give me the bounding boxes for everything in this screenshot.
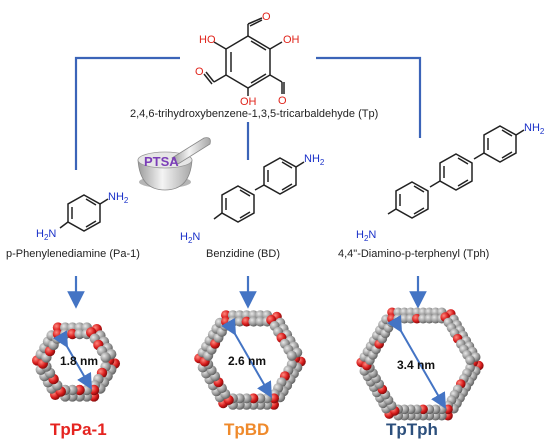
svg-text:NH2: NH2 (108, 191, 129, 205)
pore-diameter-arrow-tppa1 (53, 330, 92, 390)
bd-h2n-label: H (180, 231, 188, 243)
tph-atom-labels: NH2 H2N (356, 122, 545, 243)
pore-framework-tptph (356, 307, 484, 421)
connector-right (316, 56, 422, 138)
svg-text:H2N: H2N (36, 228, 56, 242)
pa1-nh2-label: NH (108, 191, 124, 203)
reaction-arrows (67, 276, 427, 309)
svg-text:H2N: H2N (180, 231, 200, 245)
tph-name: 4,4"-Diamino-p-terphenyl (Tph) (338, 248, 490, 260)
bd-name: Benzidine (BD) (206, 248, 280, 260)
bd-h2n-tail: N (192, 231, 200, 243)
pore-size-tpbd: 2.6 nm (228, 354, 267, 368)
pa1-h2n-tail: N (48, 228, 56, 240)
carbon-bead (100, 352, 111, 363)
tp-name: 2,4,6-trihydroxybenzene-1,3,5-tricarbald… (130, 108, 379, 120)
tp-atom-labels: HO OH OH O O O (195, 11, 300, 108)
pa1-h2n-label: H (36, 228, 44, 240)
pa1-structure (59, 194, 109, 232)
pa1-h2n-subscript: 2 (44, 233, 49, 242)
carbon-bead (465, 355, 475, 366)
pore-frameworks (32, 307, 484, 421)
tph-structure (387, 125, 525, 219)
bd-structure (213, 157, 305, 223)
bd-h2n-subscript: 2 (188, 236, 193, 245)
tp-o-top-label: O (262, 11, 271, 23)
tp-o-right-label: O (278, 95, 287, 107)
pa1-name: p-Phenylenediamine (Pa-1) (6, 248, 140, 260)
product-name-tpbd: TpBD (224, 420, 270, 439)
tp-aldehyde-structure (203, 17, 285, 96)
pa1-nh2-subscript: 2 (124, 196, 129, 205)
bd-nh2-label: NH (304, 153, 320, 165)
bd-nh2-subscript: 2 (320, 158, 325, 167)
svg-text:H2N: H2N (356, 229, 376, 243)
tph-nh2-label: NH (524, 122, 540, 134)
tp-oh-bottom-label: OH (240, 96, 257, 108)
pore-size-tppa1: 1.8 nm (60, 354, 99, 368)
product-name-tptph: TpTph (386, 420, 438, 439)
pore-diameter-arrow-tptph (387, 314, 447, 410)
pore-size-tptph: 3.4 nm (397, 358, 436, 372)
tph-h2n-tail: N (368, 229, 376, 241)
tp-oh-right-label: OH (283, 34, 300, 46)
carbon-bead (286, 350, 297, 361)
tp-ho-label: HO (199, 34, 216, 46)
pore-diameter-arrow-tpbd (221, 317, 272, 399)
pore-framework-tppa1 (32, 322, 121, 402)
catalyst-label: PTSA (144, 154, 179, 169)
pore-framework-tpbd (194, 310, 306, 410)
bd-atom-labels: NH2 H2N (180, 153, 325, 245)
connector-left (74, 56, 180, 170)
connector-lines (74, 56, 422, 170)
tph-h2n-subscript: 2 (364, 234, 369, 243)
svg-text:NH2: NH2 (524, 122, 545, 136)
product-name-tppa1: TpPa-1 (50, 420, 107, 439)
tph-h2n-label: H (356, 229, 364, 241)
pa1-atom-labels: NH2 H2N (36, 191, 129, 242)
tph-nh2-subscript: 2 (540, 127, 545, 136)
tp-o-left-label: O (195, 66, 204, 78)
svg-text:NH2: NH2 (304, 153, 325, 167)
mortar-and-pestle-icon: PTSA (137, 137, 211, 191)
